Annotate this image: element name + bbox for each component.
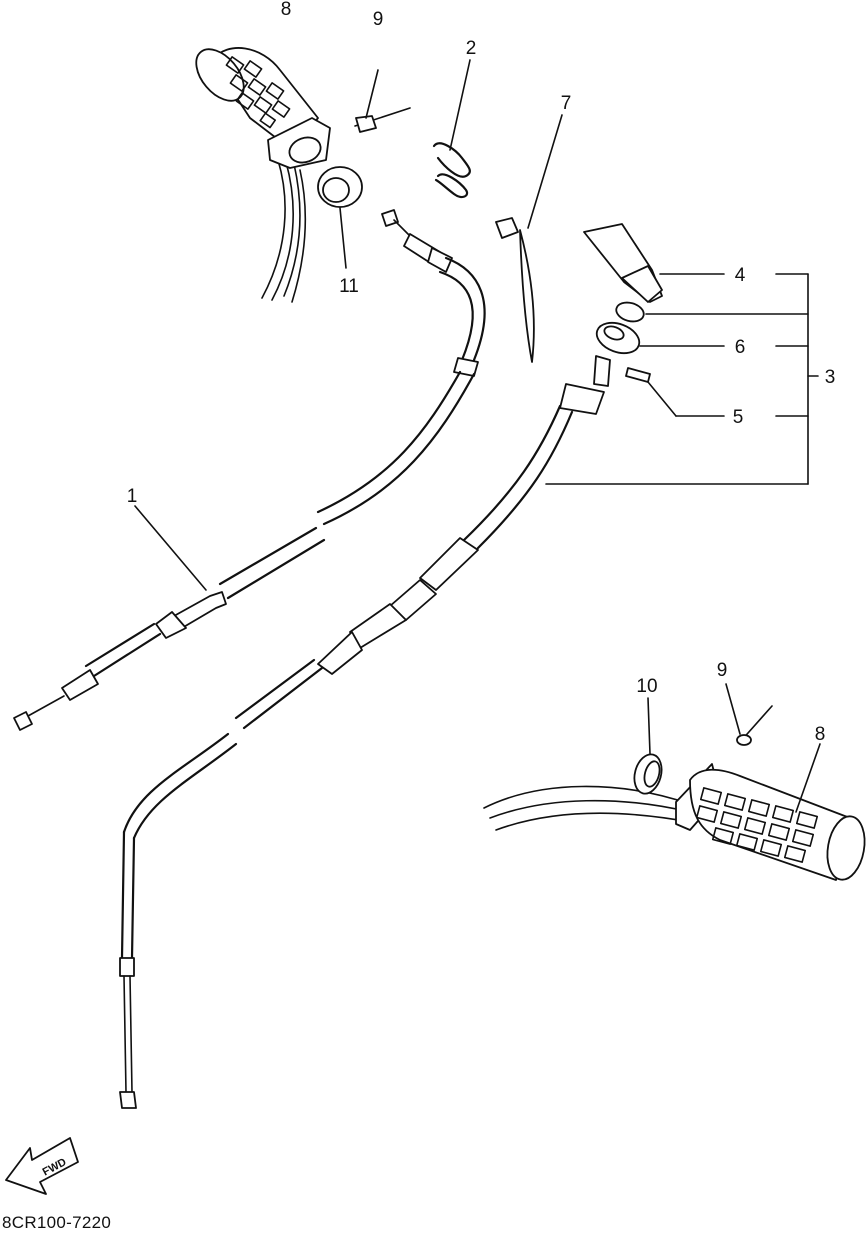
left-handlebar-grip — [195, 47, 331, 303]
callout-1: 1 — [127, 486, 138, 507]
callout-7: 7 — [561, 93, 572, 114]
callout-3: 3 — [825, 367, 836, 388]
callout-8-right: 8 — [815, 724, 826, 745]
right-grip-ring — [633, 697, 663, 795]
cable-tie — [495, 114, 563, 363]
callout-2: 2 — [466, 38, 477, 59]
drawing-code: 8CR100-7220 — [2, 1213, 112, 1232]
cable-clip — [432, 59, 471, 199]
callout-5: 5 — [733, 407, 744, 428]
left-grip-screw — [354, 69, 411, 133]
right-grip-screw — [725, 683, 773, 746]
callout-9-left: 9 — [373, 9, 384, 30]
cable-3 — [119, 223, 819, 1109]
right-handlebar-grip — [483, 743, 866, 881]
callout-4: 4 — [735, 265, 746, 286]
callout-10: 10 — [636, 676, 657, 697]
callout-8-left: 8 — [281, 0, 292, 20]
left-grip-ring — [317, 166, 363, 269]
callout-6: 6 — [735, 337, 746, 358]
cable-1 — [13, 209, 486, 731]
callout-9-right: 9 — [717, 660, 728, 681]
callout-11: 11 — [339, 276, 359, 297]
forward-arrow-icon: FWD — [5, 1137, 79, 1195]
